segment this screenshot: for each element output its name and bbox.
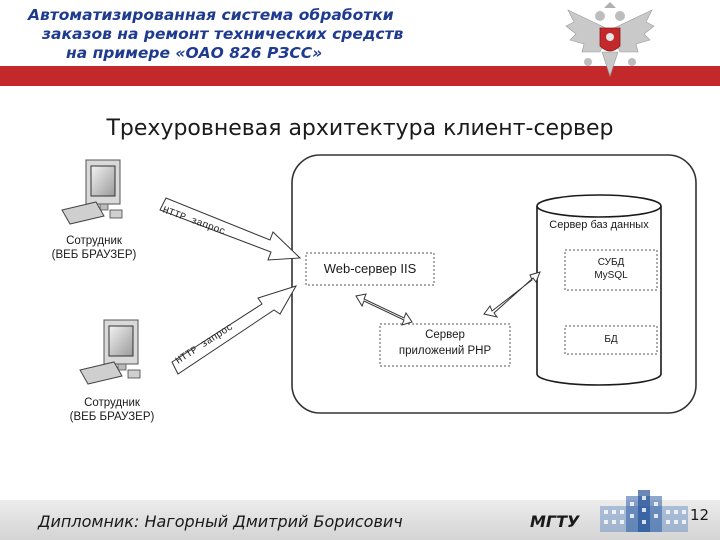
client-bottom-label-line-2: (ВЕБ БРАУЗЕР) [69,411,155,423]
client-bottom-label: Сотрудник (ВЕБ БРАУЗЕР) [52,396,172,424]
desktop-computer-icon [79,319,141,385]
app-server-label-line-2: приложений PHP [398,345,492,357]
header-title-line-1: Автоматизированная система обработки [28,6,394,24]
double-arrow-web-app [355,293,413,326]
web-server-label: Web-сервер IIS [323,261,417,276]
slide-title: Трехуровневая архитектура клиент-сервер [106,116,614,141]
header-red-band [0,66,720,86]
double-headed-eagle-emblem-icon [565,2,655,77]
footer-author: Дипломник: Нагорный Дмитрий Борисович [38,512,403,531]
app-server-label: Сервер приложений PHP [380,327,510,359]
footer-band [0,500,720,540]
desktop-computer-icon [61,159,123,225]
db-box [564,325,658,355]
http-arrow-bottom [171,285,298,375]
db-server-label: Сервер баз данных [549,219,649,231]
header-title-line-2: заказов на ремонт технических средств [42,25,404,43]
header-title-line-3: на примере «ОАО 826 РЗСС» [66,44,323,62]
http-arrow-top [159,197,302,261]
db-label: БД [604,334,618,345]
footer-university: МГТУ [530,512,580,531]
web-server-box [305,252,435,286]
dbms-label: СУБД MySQL [565,256,657,282]
app-server-label-line-1: Сервер [425,329,465,341]
page-number: 12 [690,506,710,524]
double-arrow-app-db [483,271,541,318]
server-zone [291,154,697,414]
header-title: Автоматизированная система обработки зак… [28,6,404,63]
client-top-label-line-1: Сотрудник [66,235,122,247]
client-bottom-label-line-1: Сотрудник [84,397,140,409]
university-building-icon [600,490,688,532]
dbms-label-line-2: MySQL [594,270,628,281]
dbms-box [564,249,658,291]
client-top-label: Сотрудник (ВЕБ БРАУЗЕР) [34,234,154,262]
dbms-label-line-1: СУБД [597,257,625,268]
app-server-box [379,323,511,367]
http-request-label-bottom: HTTP запрос [174,322,235,367]
client-top-label-line-2: (ВЕБ БРАУЗЕР) [51,249,137,261]
